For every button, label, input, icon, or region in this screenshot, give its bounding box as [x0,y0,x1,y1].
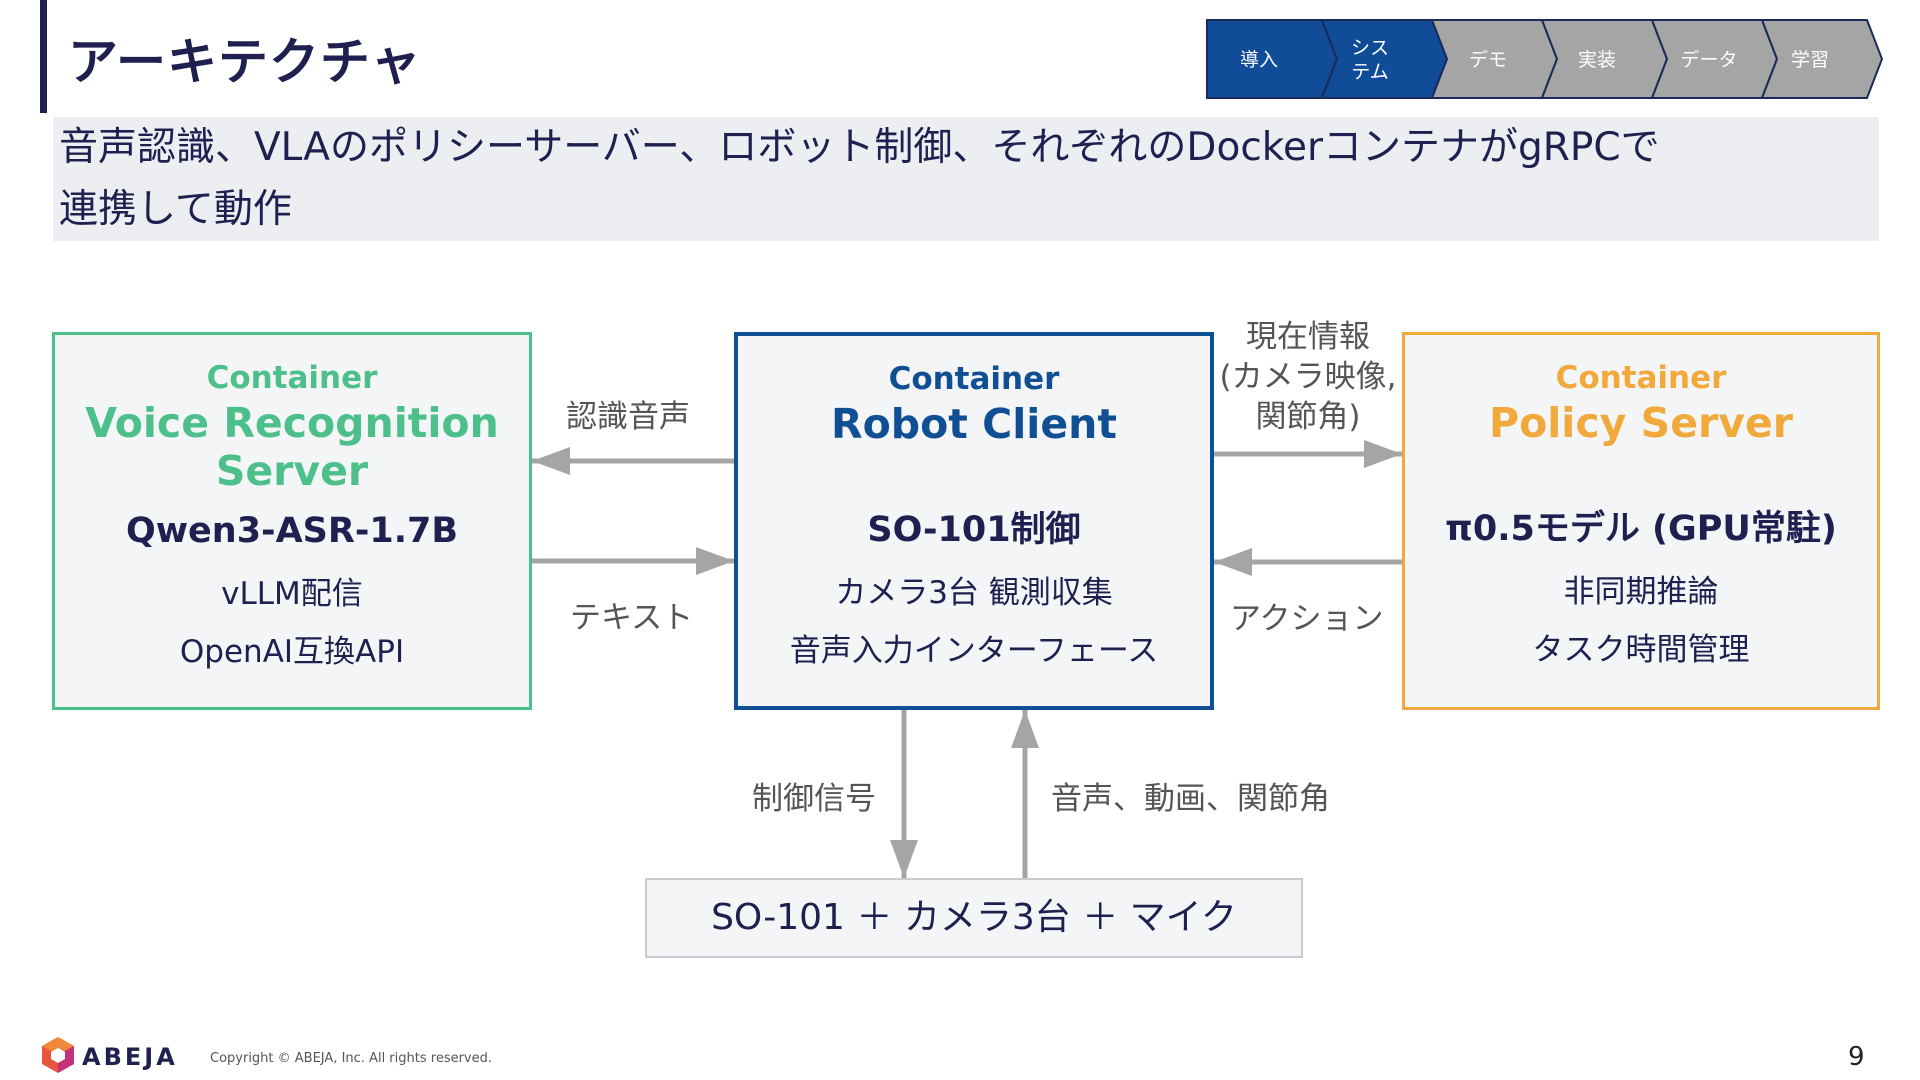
nav-step-label: 実装 [1578,49,1616,71]
main-function: SO-101制御 [867,510,1081,550]
copyright: Copyright © ABEJA, Inc. All rights reser… [210,1051,493,1066]
arrow-robot-to-voice [532,447,734,475]
policy-server-container: Container Policy Server π0.5モデル (GPU常駐) … [1402,332,1880,710]
nav-step-label: 学習 [1791,49,1829,71]
arrow-hardware-to-robot [1011,710,1039,878]
nav-step-system[interactable]: シス テム [1320,19,1449,99]
label-sensor-feedback: 音声、動画、関節角 [1051,781,1330,817]
container-tag: Container [888,361,1060,397]
label-action: アクション [1230,601,1384,637]
feature-line-2: タスク時間管理 [1532,632,1750,668]
hardware-box: SO-101 ＋ カメラ3台 ＋ マイク [645,878,1303,958]
label-recognize-audio: 認識音声 [566,399,690,435]
container-name: Robot Client [831,400,1117,448]
page-number: 9 [1848,1042,1865,1072]
container-name: Policy Server [1489,399,1793,447]
container-name-line2: Server [215,447,369,495]
robot-client-container: Container Robot Client SO-101制御 カメラ3台 観測… [734,332,1214,710]
progress-nav: 導入 シス テム デモ 実装 データ 学習 [1206,19,1884,99]
abeja-logo-icon [42,1037,74,1073]
arrow-robot-to-policy [1214,440,1402,468]
subtitle-line-2: 連携して動作 [59,187,292,232]
arrow-voice-to-robot [532,547,734,575]
main-function: π0.5モデル (GPU常駐) [1445,509,1837,549]
arrow-robot-to-hardware [890,710,918,878]
nav-step-label-line2: テム [1351,61,1388,83]
label-current-info: 現在情報 (カメラ映像, 関節角) [1218,317,1398,437]
nav-step-label: デモ [1469,49,1507,71]
label-control-signal: 制御信号 [752,781,876,817]
subtitle-band: 音声認識、VLAのポリシーサーバー、ロボット制御、それぞれのDockerコンテナ… [53,117,1879,241]
label-text: テキスト [570,600,694,636]
label-current-info-line2: (カメラ映像, [1219,359,1397,395]
nav-step-learning[interactable]: 学習 [1760,19,1884,99]
container-tag: Container [206,360,378,396]
abeja-logo-text: ABEJA [82,1043,178,1071]
nav-step-label-line1: シス [1351,37,1389,59]
model-name: Qwen3-ASR-1.7B [125,511,459,551]
label-current-info-line1: 現在情報 [1246,319,1370,355]
title-accent-bar [40,0,47,113]
nav-step-label: 導入 [1240,49,1278,71]
voice-recognition-container: Container Voice Recognition Server Qwen3… [52,332,532,710]
arrow-policy-to-robot [1214,548,1402,576]
page-title: アーキテクチャ [68,33,422,91]
subtitle-line-1: 音声認識、VLAのポリシーサーバー、ロボット制御、それぞれのDockerコンテナ… [59,125,1660,170]
feature-line-2: OpenAI互換API [179,634,405,670]
container-name-line1: Voice Recognition [85,399,499,447]
label-current-info-line3: 関節角) [1255,399,1361,435]
feature-line-2: 音声入力インターフェース [789,633,1159,669]
container-tag: Container [1555,360,1727,396]
feature-line-1: vLLM配信 [221,576,363,612]
feature-line-1: カメラ3台 観測収集 [835,575,1113,611]
nav-step-label: データ [1680,49,1737,71]
feature-line-1: 非同期推論 [1563,574,1719,610]
